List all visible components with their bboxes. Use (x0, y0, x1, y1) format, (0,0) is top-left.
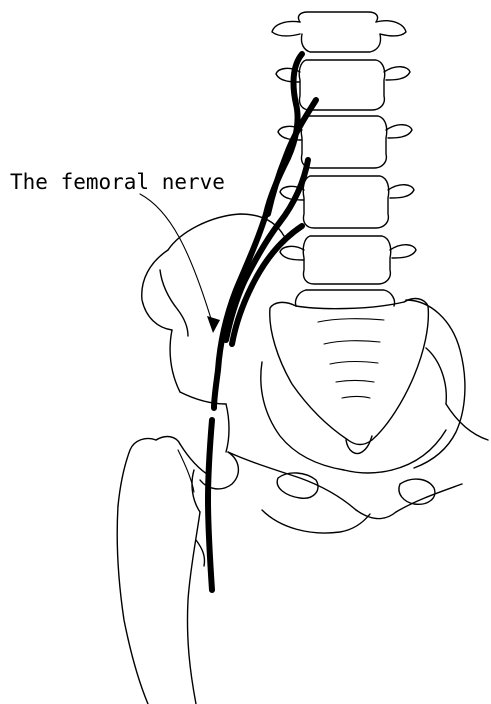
right-ilium (406, 300, 488, 468)
pelvic-ring (228, 362, 462, 533)
sacrum (270, 299, 429, 454)
femur (117, 437, 210, 704)
lumbar-spine (272, 12, 416, 306)
